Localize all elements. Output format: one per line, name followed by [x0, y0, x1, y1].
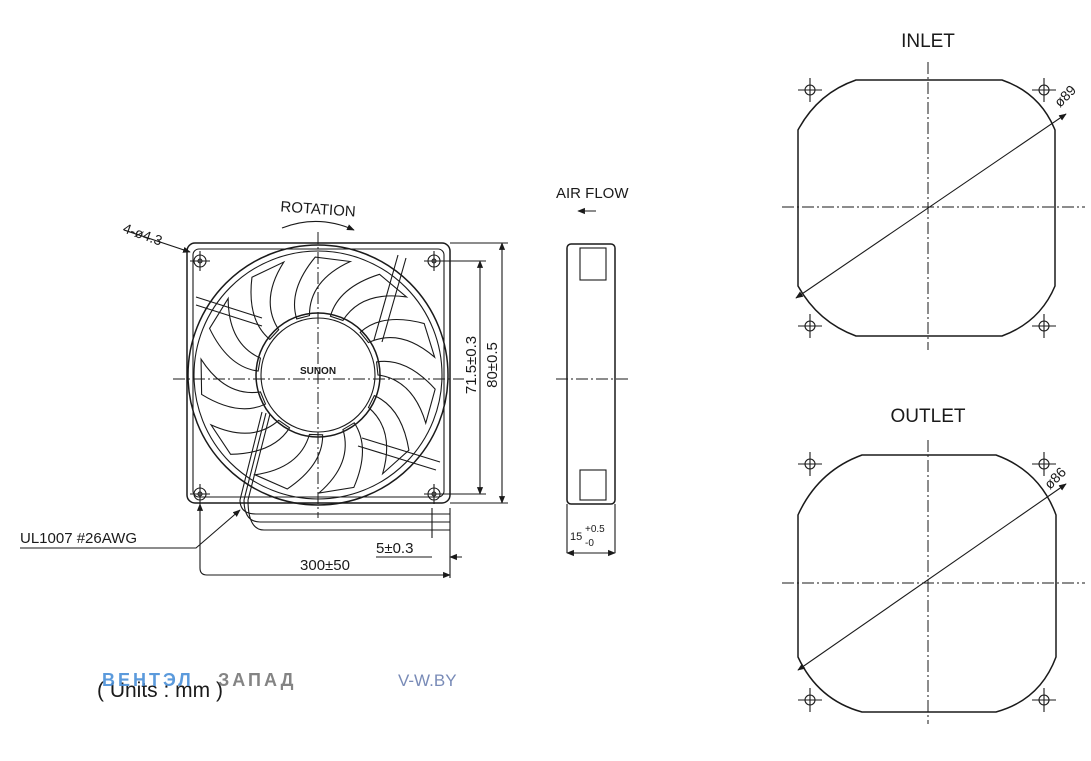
fan-blade [317, 422, 363, 494]
inlet-holes [798, 78, 1056, 338]
outlet-view: OUTLET ø86 [782, 406, 1085, 724]
outlet-diameter-label: ø86 [1041, 464, 1070, 493]
watermark-url: V-W.BY [398, 671, 457, 690]
fan-blade [293, 256, 353, 320]
fan-struts [195, 254, 441, 501]
wire-length-label: 300±50 [300, 557, 350, 574]
mounting-holes [190, 251, 444, 504]
thickness-base-label: 15 [570, 531, 582, 543]
outlet-diameter-line [797, 483, 1067, 671]
dimension-extension-lines [444, 242, 508, 504]
hole-callout-leader [123, 229, 191, 253]
watermark-part1: ВЕНТЭЛ [102, 670, 194, 690]
dim-outer-label: 80±0.5 [484, 342, 501, 388]
rotation-arrow [281, 220, 355, 231]
outlet-label: OUTLET [891, 406, 966, 427]
wire-length-dim [196, 503, 451, 579]
fan-blade [253, 433, 324, 490]
fan-blade [250, 260, 286, 341]
wire-strip-label: 5±0.3 [376, 540, 413, 557]
fan-blade [209, 419, 291, 455]
air-flow-label: AIR FLOW [556, 185, 629, 202]
wire-spec-leader [20, 509, 241, 549]
inlet-diameter-line [795, 113, 1067, 299]
side-hole-bottom [579, 469, 607, 501]
outlet-center-lines [782, 440, 1085, 724]
wire-spec-label: UL1007 #26AWG [20, 530, 137, 547]
thickness-ext [566, 504, 616, 553]
fan-blade [208, 296, 262, 372]
inlet-diameter-label: ø89 [1051, 82, 1080, 111]
rotation-label: ROTATION [280, 198, 356, 220]
fan-blade [367, 394, 410, 476]
brand-label: SUNON [300, 366, 336, 377]
fan-wires [239, 499, 450, 531]
inlet-view: INLET ø89 [782, 31, 1085, 350]
inlet-outline [797, 79, 1056, 337]
side-view: AIR FLOW 15 +0.5 -0 [556, 185, 630, 557]
units-label: ( Units : mm ) [97, 679, 223, 702]
fan-blade [359, 318, 436, 359]
thickness-plus-label: +0.5 [585, 524, 605, 535]
dim-inner-label: 71.5±0.3 [463, 336, 480, 394]
fan-blade [200, 357, 267, 410]
outlet-holes [798, 452, 1056, 712]
fan-blade [375, 360, 436, 426]
front-center-lines [173, 232, 464, 518]
wire-strip-ext [431, 508, 451, 578]
front-view: SUNON ROTATION 4-ø4.3 71.5±0.3 80±0.5 5±… [20, 198, 508, 579]
side-frame [566, 243, 616, 505]
thickness-minus-label: -0 [585, 538, 594, 549]
hole-callout-label: 4-ø4.3 [121, 220, 165, 249]
watermark-part2: ЗАПАД [218, 670, 296, 690]
fan-blade [329, 273, 409, 322]
fan-blades [200, 256, 436, 494]
side-hole-top [579, 247, 607, 281]
watermark: ВЕНТЭЛ ЗАПАД V-W.BY [102, 670, 457, 690]
inlet-label: INLET [901, 31, 955, 52]
